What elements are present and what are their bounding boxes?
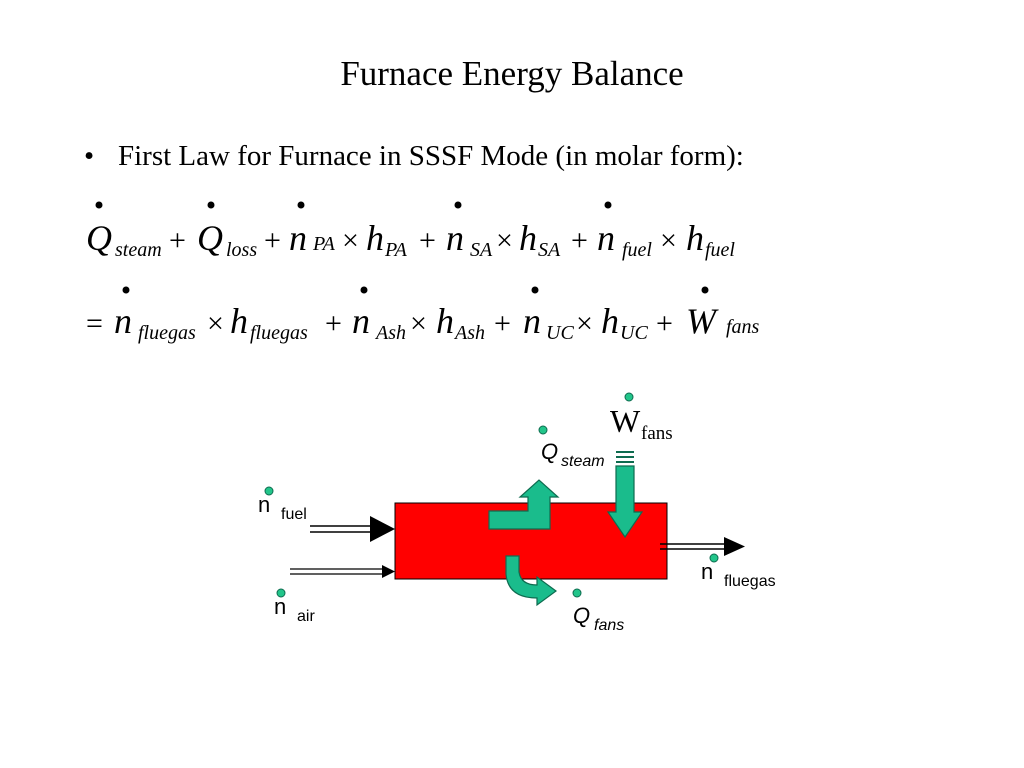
slide-title: Furnace Energy Balance [340,54,684,93]
heat-steam-arrow [488,479,560,530]
rate-dot [360,286,368,294]
label-q-fans-sub: fans [594,617,624,634]
label-n-fuel-sub: fuel [281,506,307,523]
eq-operator: × [207,307,224,340]
eq-operator: + [264,224,281,257]
rate-dot [454,201,462,209]
rate-dot [207,201,215,209]
equation-line-2: = n fluegas × h fluegas + n Ash × h Ash … [86,286,760,344]
eq-operator: × [342,224,359,257]
eq-symbol: h [601,301,619,341]
eq-symbol: n [114,301,132,341]
eq-symbol: n [597,218,615,258]
rate-dot [604,201,612,209]
eq-operator: + [169,224,186,257]
bullet-item: • First Law for Furnace in SSSF Mode (in … [84,137,744,175]
furnace-diagram: n fuel n air n fluegas Q steam Q fans W … [258,392,776,634]
eq-subscript: PA [312,233,336,255]
label-w-fans-sub: fans [641,423,673,444]
fuel-inlet-arrowhead [370,516,395,542]
eq-subscript: UC [620,322,648,344]
rate-dot [122,286,130,294]
eq-subscript: fuel [705,239,735,261]
heat-loss-arrow [505,555,558,607]
label-n-fluegas: n [701,559,713,584]
equation-line-1: Q steam + Q loss + n PA × h PA + n SA × … [86,201,735,261]
eq-symbol: Q [86,218,112,258]
label-n-air: n [274,594,286,619]
eq-subscript: steam [115,239,162,261]
eq-symbol: W [686,301,719,341]
eq-operator: + [571,224,588,257]
eq-symbol: h [519,218,537,258]
eq-symbol: n [446,218,464,258]
rate-dot [624,392,634,402]
eq-symbol: Q [197,218,223,258]
eq-operator: × [576,307,593,340]
label-q-fans: Q [573,603,590,628]
eq-subscript: Ash [453,322,485,344]
eq-operator: + [494,307,511,340]
eq-subscript: loss [226,239,257,261]
eq-subscript: PA [384,239,408,261]
eq-subscript: fuel [622,239,652,261]
eq-operator: × [660,224,677,257]
label-q-steam-sub: steam [561,453,605,470]
label-n-fuel: n [258,492,270,517]
eq-symbol: h [230,301,248,341]
bullet-text: First Law for Furnace in SSSF Mode (in m… [118,140,744,172]
eq-symbol: n [523,301,541,341]
eq-subscript: fans [726,316,760,338]
eq-subscript: UC [546,322,574,344]
rate-dot [95,201,103,209]
fans-work-arrow [606,465,644,539]
rate-dot [538,425,548,435]
eq-subscript: SA [470,239,493,261]
rate-dot [531,286,539,294]
eq-symbol: n [352,301,370,341]
eq-operator: + [325,307,342,340]
rate-dot [297,201,305,209]
eq-symbol: h [366,218,384,258]
fluegas-outlet-arrowhead [724,537,745,556]
rate-dot [572,588,582,598]
eq-subscript: fluegas [250,322,308,344]
label-w-fans: W [610,403,641,439]
rate-dot [709,553,719,563]
label-n-air-sub: air [297,608,315,625]
eq-operator: + [656,307,673,340]
eq-symbol: n [289,218,307,258]
label-n-fluegas-sub: fluegas [724,573,776,590]
eq-symbol: h [686,218,704,258]
eq-operator: × [496,224,513,257]
eq-subscript: fluegas [138,322,196,344]
eq-operator: × [410,307,427,340]
label-q-steam: Q [541,439,558,464]
eq-subscript: SA [538,239,561,261]
eq-operator: + [419,224,436,257]
eq-subscript: Ash [374,322,406,344]
rate-dot [276,588,286,598]
air-inlet-arrowhead [382,565,395,578]
rate-dot [264,486,274,496]
eq-symbol: h [436,301,454,341]
bullet-marker: • [84,140,95,172]
eq-operator: = [86,307,103,340]
rate-dot [701,286,709,294]
